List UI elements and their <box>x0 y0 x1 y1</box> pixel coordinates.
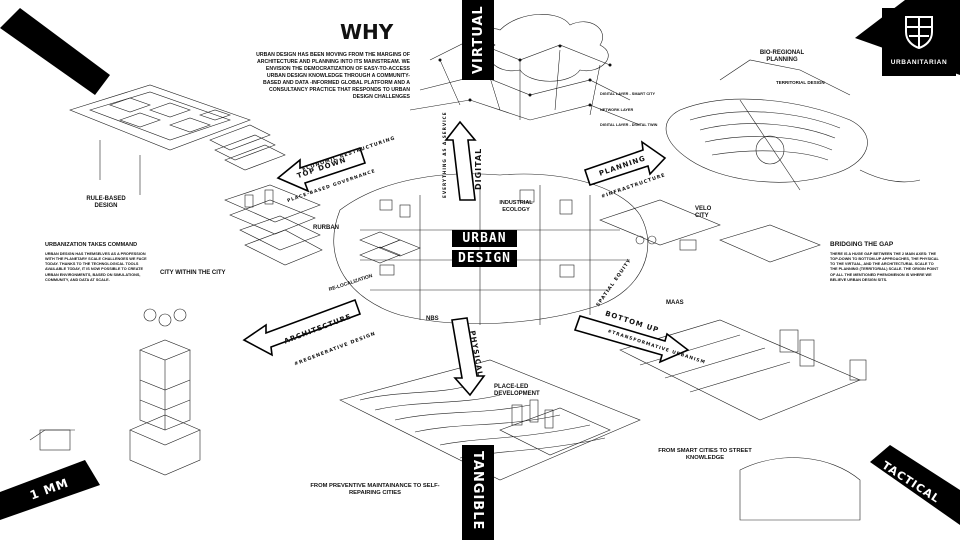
velo-city-label: VELO CITY <box>695 206 712 220</box>
center-badge <box>452 230 517 267</box>
digital-layer-twin-label: DIGITAL LAYER - DIGITAL TWIN <box>600 123 658 127</box>
rurban-label: RURBAN <box>313 225 339 231</box>
virtual-band: VIRTUAL <box>462 0 494 80</box>
industrial-ecology-label: INDUSTRIAL ECOLOGY <box>499 200 533 213</box>
city-within-label: CITY WITHIN THE CITY <box>160 270 226 276</box>
smart-cities-label: FROM SMART CITIES TO STREET KNOWLEDGE <box>658 448 752 461</box>
brand-logo[interactable]: URBANITARIAN <box>882 8 956 76</box>
bioregional-terrain <box>665 59 921 191</box>
tangible-band: TANGIBLE <box>462 445 494 540</box>
place-led-label: PLACE-LED DEVELOPMENT <box>494 384 540 398</box>
digital-label: DIGITAL <box>474 147 483 190</box>
street-knowledge <box>619 319 867 521</box>
brand-name: URBANITARIAN <box>890 59 948 66</box>
center-title-line1: URBAN <box>462 231 507 246</box>
strategic-band <box>0 8 110 95</box>
velo-city <box>599 199 821 263</box>
architecture-tower <box>29 308 201 476</box>
network-layer-label: NETWORK LAYER <box>600 108 634 112</box>
virtual-label: VIRTUAL <box>471 5 486 74</box>
digital-arrow <box>444 120 477 201</box>
shield-icon <box>905 16 933 50</box>
architecture-arrow <box>242 298 362 357</box>
bottom-up-arrow <box>573 315 690 364</box>
urbanization-title: URBANIZATION TAKES COMMAND <box>45 242 138 248</box>
tactical-band <box>870 445 960 525</box>
physical-arrow <box>451 317 486 397</box>
bioregional-label: BIO-REGIONAL PLANNING <box>759 50 805 64</box>
center-title-line2: DESIGN <box>458 251 511 266</box>
maas-label: MAAS <box>666 300 684 306</box>
preventive-label: FROM PREVENTIVE MAINTAINANCE TO SELF-REP… <box>310 483 440 496</box>
bridging-title: BRIDGING THE GAP <box>830 241 894 248</box>
everything-service-label: EVERYTHING AS A SERVICE <box>442 111 447 198</box>
top-down-arrow <box>276 146 367 193</box>
city-within-city <box>224 184 323 266</box>
tangible-label: TANGIBLE <box>470 451 485 531</box>
digital-layer-smart-label: DIGITAL LAYER - SMART CITY <box>600 92 655 96</box>
bridging-text: THERE IS A HUGE GAP BETWEEN THE 2 MAIN A… <box>830 252 939 282</box>
onemm-band <box>0 460 100 520</box>
planning-arrow <box>583 140 667 187</box>
nbs-label: NBS <box>426 316 439 322</box>
rule-based-blocks <box>69 84 286 195</box>
why-title: WHY <box>340 20 394 44</box>
rule-based-label: RULE-BASED DESIGN <box>86 196 126 210</box>
territorial-label: TERRITORIAL DESIGN <box>776 80 825 85</box>
why-text: URBAN DESIGN HAS BEEN MOVING FROM THE MA… <box>256 52 410 101</box>
urbanization-text: URBAN DESIGN HAS THEMSELVES AS A PROFESS… <box>45 252 147 282</box>
